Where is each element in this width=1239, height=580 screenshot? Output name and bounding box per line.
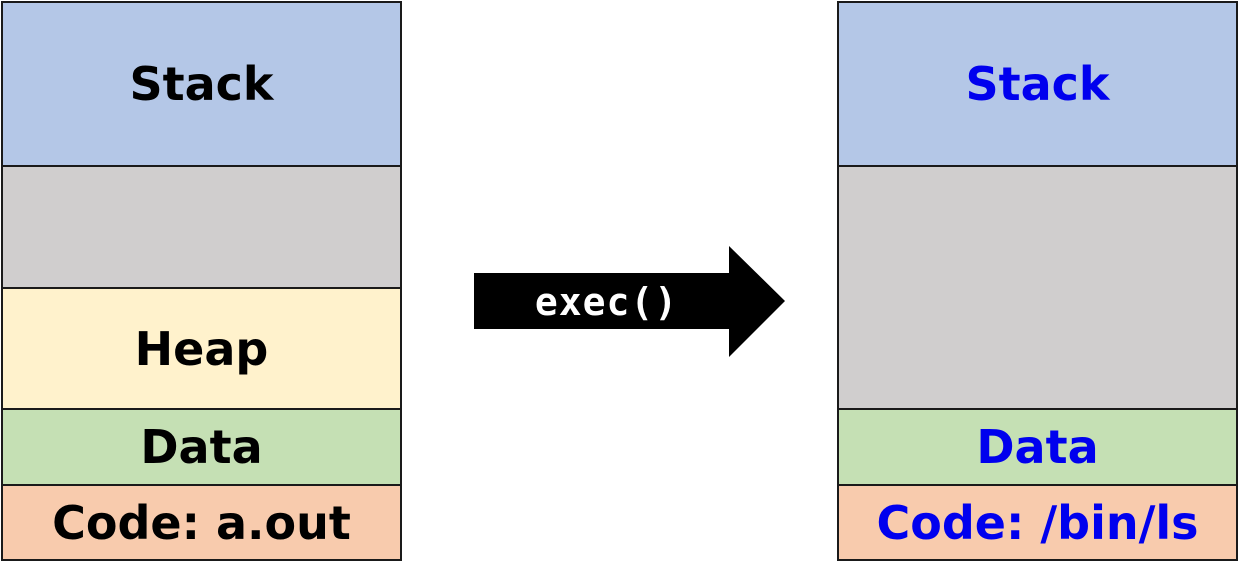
arrow-right-icon (474, 246, 785, 357)
stack-segment: Stack (3, 3, 400, 165)
stack-label: Stack (129, 57, 274, 111)
data-segment: Data (839, 408, 1236, 484)
address-space-before: Stack Heap Data Code: a.out (1, 1, 402, 561)
unused-segment (3, 165, 400, 287)
code-label: Code: a.out (52, 495, 351, 550)
unused-segment (839, 165, 1236, 408)
stack-segment: Stack (839, 3, 1236, 165)
data-segment: Data (3, 408, 400, 484)
stack-label: Stack (965, 57, 1110, 111)
address-space-after: Stack Data Code: /bin/ls (837, 1, 1238, 561)
code-segment: Code: a.out (3, 484, 400, 559)
exec-arrow: exec() (474, 246, 785, 357)
heap-segment: Heap (3, 287, 400, 408)
code-segment: Code: /bin/ls (839, 484, 1236, 559)
data-label: Data (140, 420, 263, 474)
heap-label: Heap (134, 321, 269, 376)
code-label: Code: /bin/ls (876, 495, 1199, 550)
data-label: Data (976, 420, 1099, 474)
exec-label: exec() (534, 279, 679, 324)
